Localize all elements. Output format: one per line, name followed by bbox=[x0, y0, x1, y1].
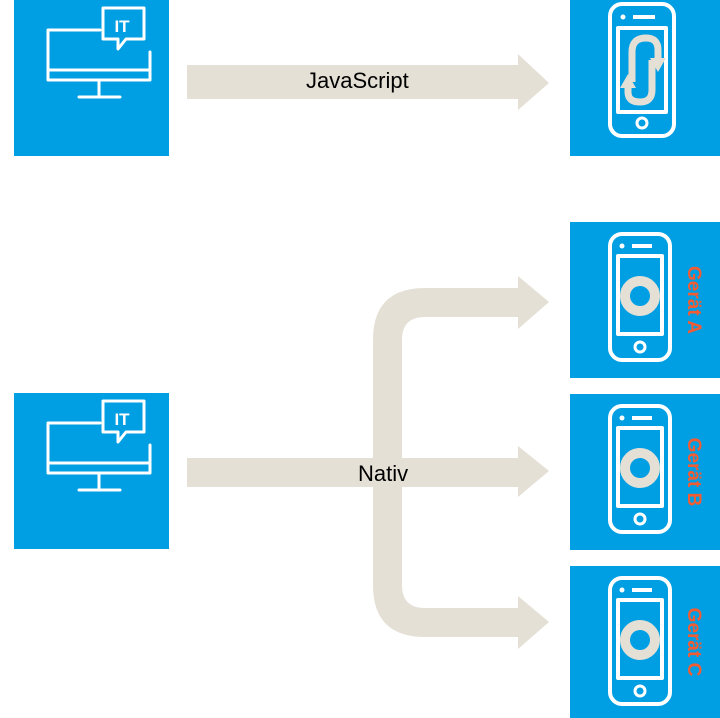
nativ-arrow-head-c bbox=[518, 596, 549, 649]
it-computer-icon: IT bbox=[46, 399, 152, 492]
nativ-label: Nativ bbox=[358, 461, 409, 486]
device-label-c: Gerät C bbox=[683, 607, 704, 677]
top-target-tile bbox=[570, 0, 720, 156]
it-computer-icon: IT bbox=[46, 6, 152, 99]
nativ-arrow-head-a bbox=[518, 276, 549, 329]
device-label-a: Gerät A bbox=[683, 266, 704, 334]
phone-icon bbox=[608, 576, 672, 706]
javascript-label: JavaScript bbox=[306, 68, 409, 93]
bottom-source-tile: IT bbox=[14, 393, 169, 549]
device-label-b: Gerät B bbox=[683, 437, 704, 507]
phone-icon bbox=[608, 404, 672, 534]
it-badge-text: IT bbox=[114, 17, 130, 36]
nativ-arrow-middle bbox=[187, 446, 549, 497]
device-tile-c: Gerät C bbox=[570, 566, 720, 718]
device-tile-a: Gerät A bbox=[570, 222, 720, 378]
device-tile-b: Gerät B bbox=[570, 394, 720, 550]
phone-icon bbox=[608, 232, 672, 362]
nativ-branch-connector bbox=[373, 288, 518, 637]
javascript-arrow bbox=[187, 54, 549, 110]
it-badge-text: IT bbox=[114, 410, 130, 429]
top-source-tile: IT bbox=[14, 0, 169, 156]
sync-phone-icon bbox=[608, 2, 676, 138]
